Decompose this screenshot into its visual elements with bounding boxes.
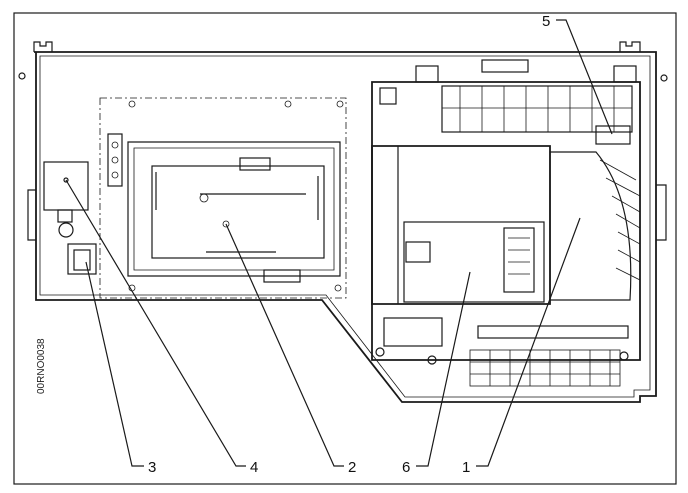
callout-3: 3 xyxy=(148,459,156,476)
chassis xyxy=(18,41,668,403)
left-components xyxy=(43,161,97,275)
pcb-assembly xyxy=(99,97,347,299)
callout-4: 4 xyxy=(250,459,258,476)
callout-1: 1 xyxy=(462,459,470,476)
drive-module xyxy=(371,59,641,387)
callout-5: 5 xyxy=(542,13,550,30)
callout-6: 6 xyxy=(402,459,410,476)
leader-lines xyxy=(65,19,613,467)
callout-2: 2 xyxy=(348,459,356,476)
document-id: 00RNO0038 xyxy=(36,338,47,394)
outer-frame xyxy=(13,12,677,485)
